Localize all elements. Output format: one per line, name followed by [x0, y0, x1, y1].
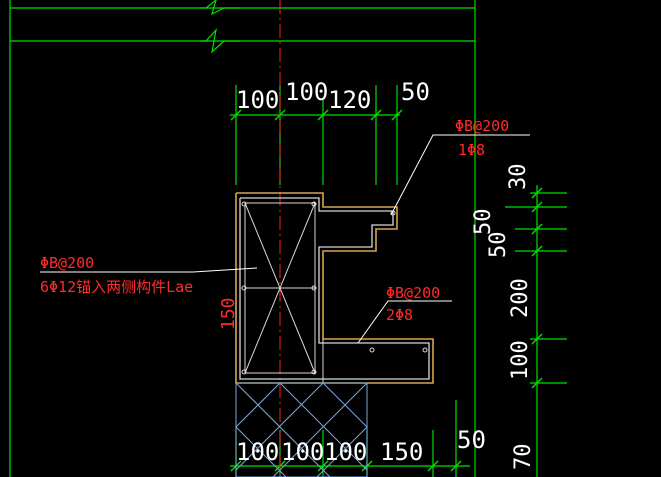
- bottom-dim-3: 100: [324, 438, 367, 466]
- left-height-dim: 150: [218, 297, 239, 330]
- right-dim-3: 50: [486, 232, 511, 259]
- foundation-hatch: [235, 382, 368, 477]
- rebar-dots: [241, 201, 428, 375]
- column-rebar-cage: [244, 202, 324, 383]
- right-dim-2: 50: [471, 209, 496, 236]
- callout-top-right-line2: 1Φ8: [458, 141, 485, 159]
- top-dim-4: 50: [401, 78, 430, 106]
- concrete-section: [239, 197, 430, 380]
- right-dim-6: 70: [511, 444, 536, 471]
- bottom-dim-1: 100: [236, 438, 279, 466]
- bottom-dim-5: 50: [457, 426, 486, 454]
- top-dim-1: 100: [236, 86, 279, 114]
- green-structure-lines: [9, 0, 567, 477]
- bottom-dim-2: 100: [281, 438, 324, 466]
- callout-left-line1: ΦΒ@200: [40, 254, 94, 272]
- callout-top-right-line1: ΦΒ@200: [455, 117, 509, 135]
- right-dim-1: 30: [506, 164, 531, 191]
- leader-lines: [40, 134, 530, 344]
- callout-middle-line1: ΦΒ@200: [386, 284, 440, 302]
- bottom-dim-4: 150: [380, 438, 423, 466]
- right-dim-5: 100: [508, 340, 533, 380]
- top-dim-3: 120: [328, 86, 371, 114]
- section-outline: [235, 192, 434, 384]
- right-dim-4: 200: [508, 278, 533, 318]
- callout-middle-line2: 2Φ8: [386, 306, 413, 324]
- callout-left-line2: 6Φ12锚入两侧构件Lae: [40, 278, 193, 296]
- top-dim-2: 100: [285, 78, 328, 106]
